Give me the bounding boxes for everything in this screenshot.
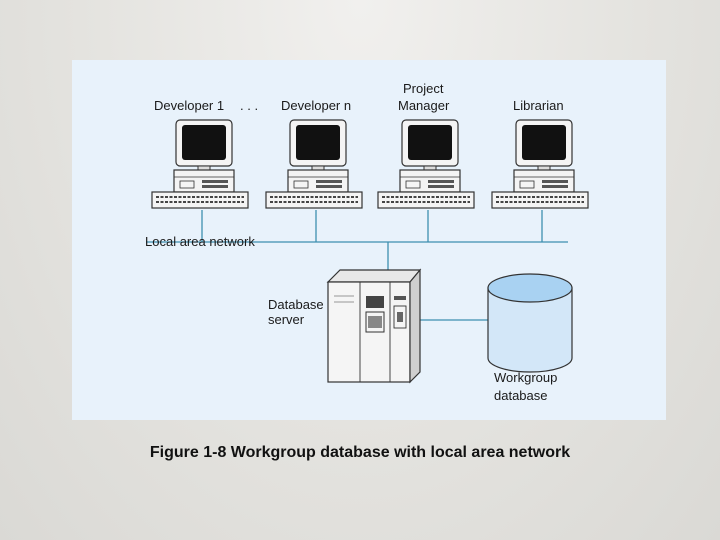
network-lines — [146, 210, 568, 321]
workstation-project-manager — [377, 119, 475, 209]
workstation-developer-1 — [151, 119, 249, 209]
database-server — [326, 268, 422, 384]
label-workgroup: Workgroup — [494, 370, 558, 385]
label-server: server — [268, 312, 305, 327]
label-librarian: Librarian — [513, 98, 564, 113]
label-local-area-network: Local area network — [145, 234, 255, 249]
workstation-developer-n — [265, 119, 363, 209]
label-project: Project — [403, 81, 444, 96]
label-developer-n: Developer n — [281, 98, 352, 113]
workstation-librarian — [491, 119, 589, 209]
network-diagram — [146, 119, 589, 384]
label-database-store: database — [494, 388, 548, 403]
label-developer-1: Developer 1 — [154, 98, 225, 113]
workgroup-database-cylinder — [487, 273, 573, 373]
figure-caption: Figure 1-8 Workgroup database with local… — [149, 444, 571, 461]
label-manager: Manager — [398, 98, 450, 113]
diagram-panel: Developer 1 . . . Developer n Project Ma… — [72, 60, 666, 420]
label-database: Database — [268, 297, 324, 312]
label-ellipsis: . . . — [240, 98, 259, 113]
